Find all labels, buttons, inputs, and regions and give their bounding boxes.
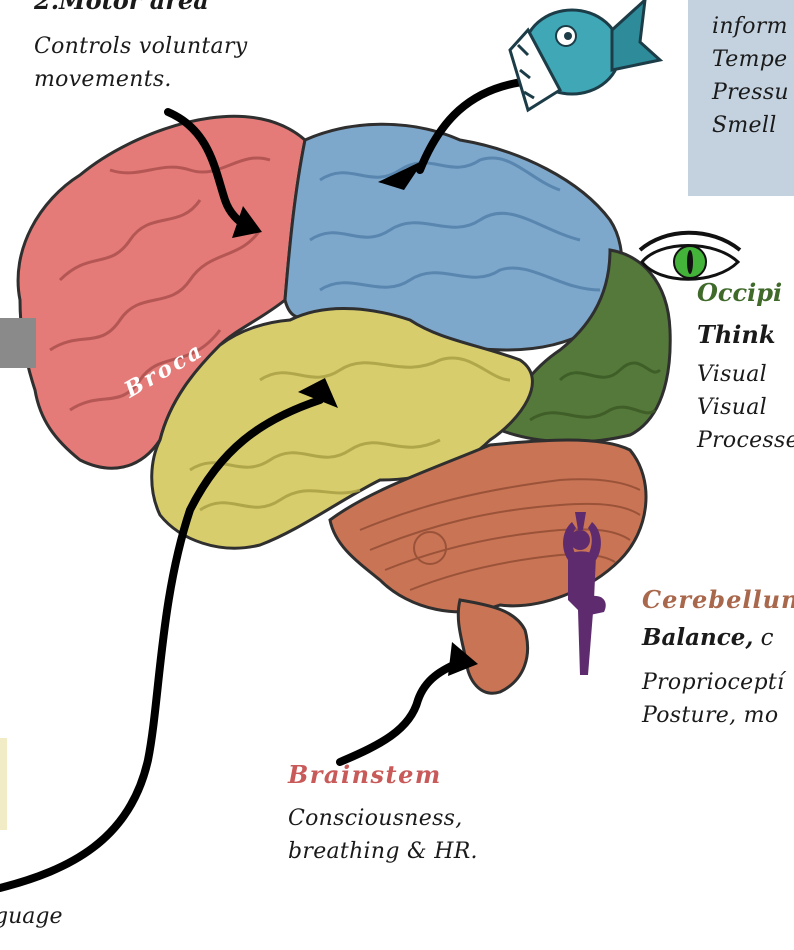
motor-area-description: Controls voluntary movements.: [34, 30, 324, 96]
language-fragment: guage: [0, 904, 63, 929]
motor-area-title: 2.Motor area: [34, 0, 209, 15]
motor-line-2: movements.: [34, 67, 172, 92]
brainstem-line-1: Consciousness,: [288, 806, 463, 831]
occipital-line-1: Visual: [697, 362, 767, 387]
frontal-lobe: [16, 114, 307, 470]
eye-icon: [638, 230, 742, 281]
cerebellum-subtitle-rest: c: [753, 625, 774, 651]
yoga-pose-icon: [563, 512, 606, 675]
brainstem: [456, 598, 530, 695]
cerebellum-list: Proprioceptí Posture, mo: [642, 666, 784, 732]
occipital-title: Occipi: [697, 278, 783, 307]
cerebellum: [328, 438, 648, 614]
brainstem-line-2: breathing & HR.: [288, 839, 478, 864]
sensory-line-1: inform: [712, 14, 788, 39]
left-edge-panel: [0, 318, 36, 368]
brainstem-arrow: [336, 656, 469, 766]
brainstem-description: Consciousness, breathing & HR.: [288, 802, 478, 868]
brainstem-title: Brainstem: [288, 760, 442, 789]
cerebellum-title: Cerebellun: [642, 585, 794, 614]
occipital-line-3: Processe: [697, 428, 794, 453]
left-edge-highlight: [0, 738, 7, 830]
language-arrow: [0, 396, 324, 892]
sensory-line-2: Tempe: [712, 47, 788, 72]
piranha-fish-icon: [508, 0, 664, 113]
occipital-list: Visual Visual Processe: [697, 358, 794, 457]
motor-line-1: Controls voluntary: [34, 34, 248, 59]
occipital-line-2: Visual: [697, 395, 767, 420]
cerebellum-subtitle-bold: Balance,: [642, 624, 754, 651]
parietal-lobe: [283, 122, 624, 352]
occipital-subtitle: Think: [697, 320, 776, 349]
cerebellum-subtitle: Balance, c: [642, 624, 774, 651]
sensory-info-box: [688, 0, 794, 196]
sensory-list: inform Tempe Pressu Smell: [712, 10, 789, 142]
cerebellum-line-1: Proprioceptí: [642, 670, 785, 695]
temporal-lobe: [150, 306, 534, 550]
cerebellum-line-2: Posture, mo: [642, 703, 779, 728]
sensory-arrow: [416, 78, 526, 174]
sensory-line-4: Smell: [712, 113, 777, 138]
sensory-line-3: Pressu: [712, 80, 789, 105]
